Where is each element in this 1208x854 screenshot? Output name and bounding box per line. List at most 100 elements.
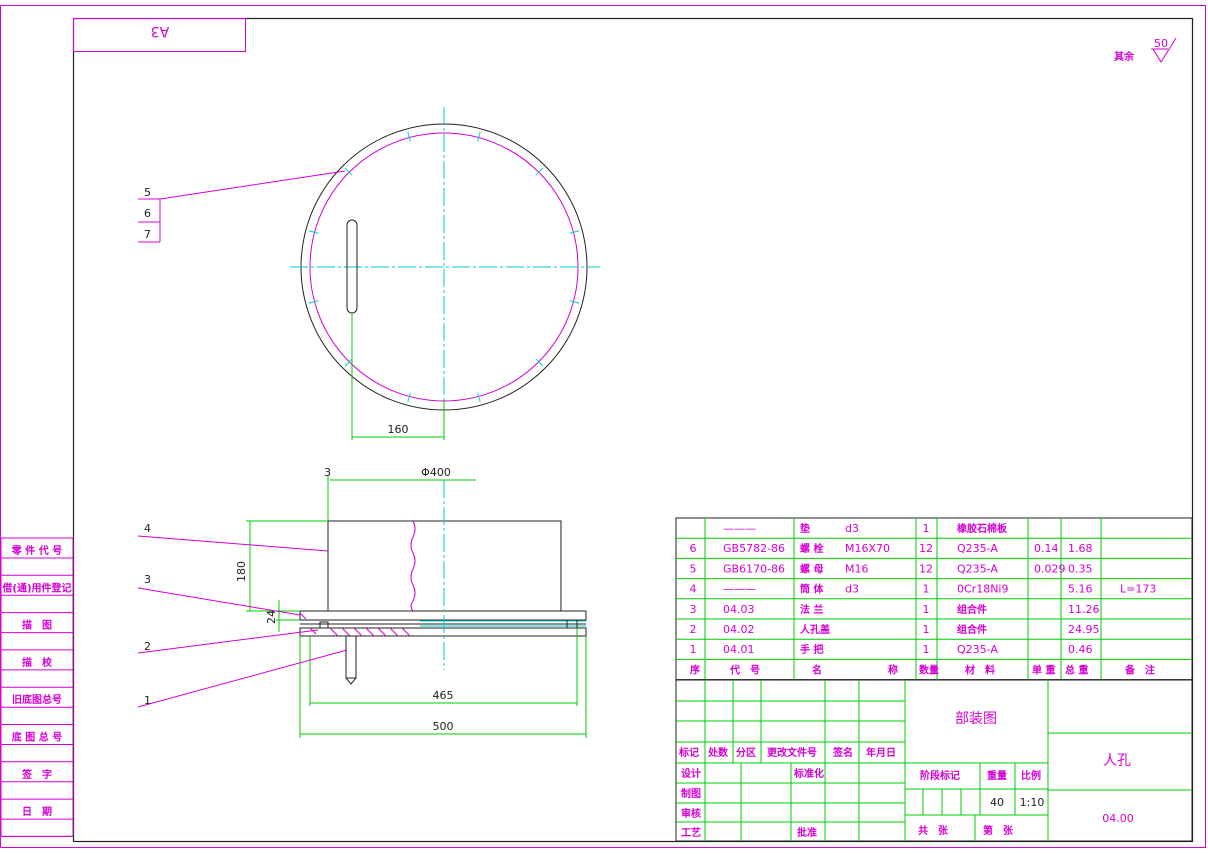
bom-cell-name: 螺 母: [800, 562, 823, 575]
left-strip-label: 借(通)用件登记: [1, 581, 71, 594]
drawing-kind: 部装图: [955, 711, 997, 727]
rev-header-mark: 标记: [678, 746, 699, 759]
left-strip-label: 底 图 总 号: [12, 731, 62, 744]
bom-cell-material: 橡胶石棉板: [957, 522, 1008, 535]
bom-cell-qty: 1: [923, 583, 930, 596]
bom-cell-spec: M16X70: [845, 542, 890, 555]
bolt-hole-mark: [407, 392, 411, 403]
bolt-hole-mark: [477, 392, 481, 403]
leader-4: 4: [144, 522, 151, 535]
bom-cell-total: 1.68: [1068, 542, 1093, 555]
bom-cell-qty: 1: [923, 522, 930, 535]
bolt-hole-mark: [308, 230, 319, 234]
bom-cell-spec: M16: [845, 562, 869, 575]
bom-cell-total: 0.35: [1068, 562, 1093, 575]
bom-cell-name: 筒 体: [800, 583, 824, 596]
standardization-label: 标准化: [793, 767, 824, 780]
section-view-leaders: [137, 535, 348, 708]
bolt-hole-mark: [569, 230, 580, 234]
top-view-leaders: 5 6 7: [138, 170, 346, 243]
dim-handle-offset: 160: [388, 423, 409, 436]
bom-header-name_a: 名: [812, 663, 822, 676]
bom-cell-note: L=173: [1120, 583, 1156, 596]
bom-cell-total: 24.95: [1068, 623, 1100, 636]
bom-cell-name: 螺 栓: [800, 542, 823, 555]
bom-cell-qty: 1: [923, 643, 930, 656]
bom-cell-unit: 0.029: [1034, 562, 1066, 575]
leader-3: 3: [144, 573, 151, 586]
bolt-hole-mark: [407, 131, 411, 142]
bolt-hole-mark: [535, 358, 544, 367]
scale-value: 1:10: [1020, 796, 1045, 809]
left-strip-label: 描 校: [22, 656, 53, 669]
left-strip-label: 零 件 代 号: [11, 544, 62, 557]
role-draft: 制图: [681, 787, 701, 800]
sheet-border: [0, 5, 1206, 848]
bom-cell-name: 人孔盖: [800, 623, 830, 636]
left-strip-label: 旧底图总号: [12, 693, 62, 706]
bom-cell-no: 5: [690, 562, 697, 575]
bom-cell-name: 法 兰: [800, 603, 823, 616]
dim-flange-thickness: 24: [265, 610, 278, 624]
bom-cell-name: 垫: [800, 522, 810, 535]
bolt-hole-mark: [477, 131, 481, 142]
weight-label: 重量: [987, 769, 1007, 782]
leader-1: 1: [144, 694, 151, 707]
bom-cell-no: 1: [690, 643, 697, 656]
bom-cell-name: 手 把: [800, 643, 823, 656]
bom-cell-code: GB6170-86: [723, 562, 785, 575]
format-label-box: A3: [73, 18, 246, 52]
bom-cell-code: ———: [723, 522, 756, 535]
bom-header-no: 序: [690, 663, 700, 676]
bom-cell-code: 04.01: [723, 643, 755, 656]
dim-bolt-circle: 465: [433, 689, 454, 702]
bom-cell-total: 0.46: [1068, 643, 1093, 656]
bom-cell-total: 11.26: [1068, 603, 1100, 616]
bom-cell-qty: 12: [919, 562, 933, 575]
bom-cell-unit: 0.14: [1034, 542, 1059, 555]
bolt-hole-mark: [535, 167, 544, 176]
rev-header-sign: 签名: [832, 746, 853, 759]
bom-header-name_b: 称: [888, 663, 898, 676]
bom-cell-spec: d3: [845, 522, 859, 535]
scale-label: 比例: [1021, 769, 1041, 782]
left-strip-label: 日 期: [22, 805, 52, 818]
bom-header-total: 总 重: [1065, 663, 1088, 676]
bom-cell-material: 0Cr18Ni9: [957, 583, 1008, 596]
bom-cell-total: 5.16: [1068, 583, 1093, 596]
role-process: 工艺: [681, 826, 701, 839]
bom-cell-no: 4: [690, 583, 697, 596]
dim-height: 180: [235, 561, 248, 582]
leader-2: 2: [144, 640, 151, 653]
bom-cell-qty: 12: [919, 542, 933, 555]
bom-cell-code: GB5782-86: [723, 542, 785, 555]
role-review: 审核: [681, 807, 701, 820]
leader-5: 5: [144, 186, 151, 199]
section-view: 3 Φ400 180 24 465 500: [235, 466, 587, 738]
bom-cell-no: 3: [690, 603, 697, 616]
surface-note: 其余: [1114, 50, 1135, 63]
bolt-hole-mark: [308, 300, 319, 304]
bom-cell-spec: d3: [845, 583, 859, 596]
bom-header-qty: 数量: [919, 663, 939, 676]
left-strip-label: 签 字: [21, 768, 52, 781]
part-name: 人孔: [1103, 753, 1131, 769]
dim-diameter: Φ400: [421, 466, 451, 479]
weight-value: 40: [990, 796, 1004, 809]
bom-header-unit: 单 重: [1032, 663, 1055, 676]
rev-header-count: 处数: [707, 746, 729, 759]
rev-header-date: 年月日: [866, 746, 896, 759]
bom-header-note: 备 注: [1124, 663, 1155, 676]
bom-cell-code: 04.02: [723, 623, 755, 636]
rev-header-zone: 分区: [736, 746, 756, 759]
bolt-hole-mark: [344, 167, 353, 176]
bom-cell-material: Q235-A: [957, 643, 998, 656]
bom-cell-material: Q235-A: [957, 542, 998, 555]
role-design: 设计: [681, 767, 701, 780]
sheets-total: 共 张: [918, 824, 949, 837]
bom-cell-material: Q235-A: [957, 562, 998, 575]
bolt-hole-mark: [344, 358, 353, 367]
dim-flange-diameter: 500: [433, 720, 454, 733]
